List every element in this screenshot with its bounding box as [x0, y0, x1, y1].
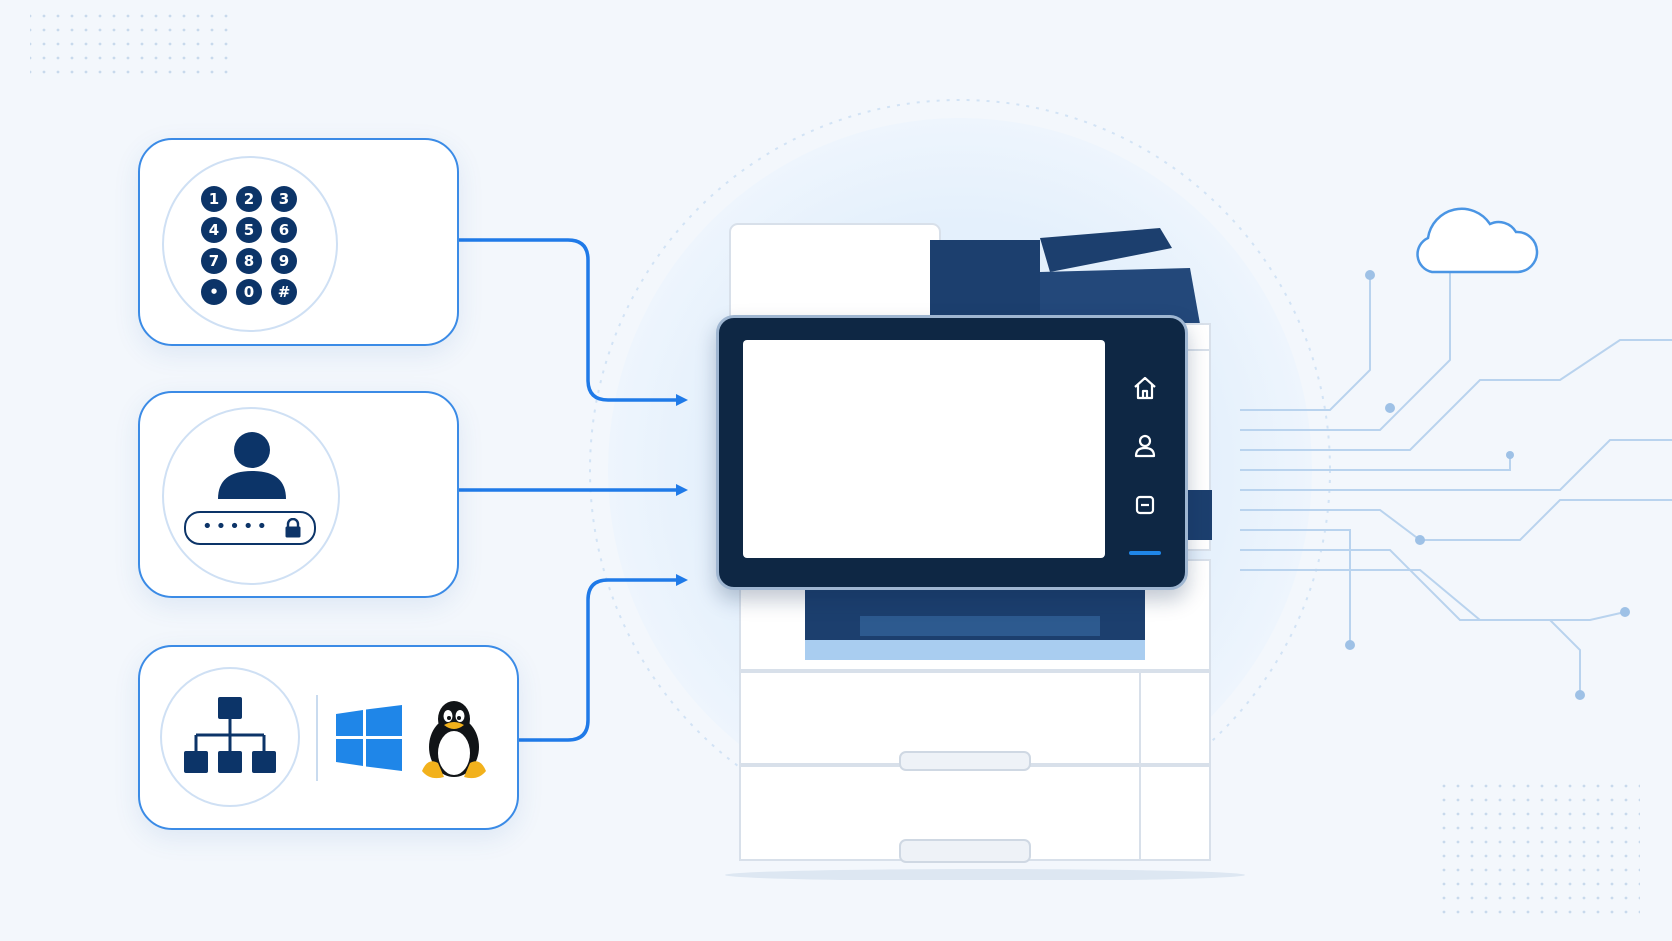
- circuit-nodes: [1345, 270, 1630, 700]
- network-auth-card: [138, 645, 519, 830]
- keypad-key: 0: [236, 279, 262, 305]
- connector-arrows: [458, 238, 688, 742]
- status-indicator-light: [1129, 551, 1161, 555]
- keypad-key: #: [271, 279, 297, 305]
- windows-logo-icon: [336, 705, 402, 771]
- keypad-key: 2: [236, 186, 262, 212]
- connector-network-arrow: [518, 574, 688, 742]
- keypad-key: 1: [201, 186, 227, 212]
- multifunction-printer: [716, 220, 1250, 880]
- connector-keypad-arrow: [458, 238, 688, 406]
- circuit-lines: [1240, 260, 1672, 695]
- keypad-key: 6: [271, 217, 297, 243]
- keypad-key: 3: [271, 186, 297, 212]
- user-login-card: •••••: [138, 391, 459, 598]
- dot-grid-bottom-right: [1440, 780, 1640, 920]
- control-panel: [716, 315, 1188, 590]
- user-icon: [218, 432, 286, 499]
- keypad-key: 5: [236, 217, 262, 243]
- keypad-key: 4: [201, 217, 227, 243]
- card-divider: [316, 695, 318, 781]
- linux-tux-icon: [422, 701, 486, 779]
- cloud-icon: [1416, 207, 1539, 274]
- numeric-keypad-icon: 1 2 3 4 5 6 7 8 9 • 0 #: [201, 186, 297, 305]
- keypad-key: •: [201, 279, 227, 305]
- network-hierarchy-icon: [184, 697, 276, 773]
- password-field-icon: •••••: [184, 511, 316, 545]
- keypad-auth-card: 1 2 3 4 5 6 7 8 9 • 0 #: [138, 138, 459, 346]
- touchscreen-display[interactable]: [743, 340, 1105, 558]
- home-icon[interactable]: [1130, 373, 1160, 403]
- keypad-key: 9: [271, 248, 297, 274]
- keypad-key: 7: [201, 248, 227, 274]
- stop-icon[interactable]: [1130, 490, 1160, 520]
- lock-icon: [285, 518, 301, 538]
- user-icon[interactable]: [1130, 431, 1160, 461]
- password-mask: •••••: [202, 516, 271, 537]
- keypad-key: 8: [236, 248, 262, 274]
- dot-grid-top-left: [30, 10, 230, 80]
